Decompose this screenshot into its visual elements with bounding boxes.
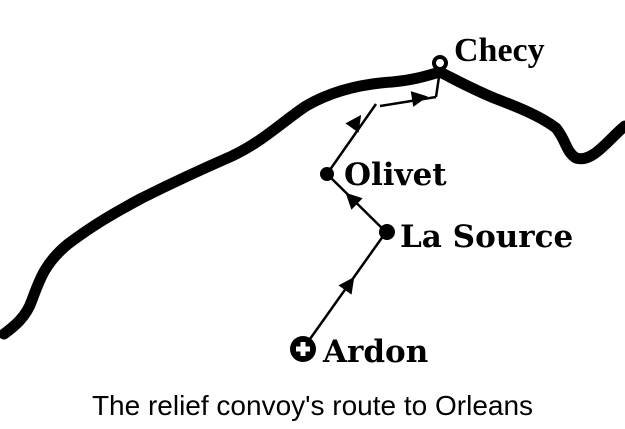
route-segment-checy-link: [434, 69, 442, 98]
map-caption: The relief convoy's route to Orleans: [91, 390, 534, 421]
olivet-dot: [320, 167, 334, 181]
place-label-checy: Checy: [454, 32, 545, 69]
place-label-ardon: Ardon: [323, 334, 429, 370]
arrow-icon: [345, 114, 362, 133]
route-segment-olivet-north: [325, 103, 378, 175]
place-label-la-source: La Source: [400, 219, 574, 255]
arrow-icon: [345, 192, 363, 210]
checy-marker: [432, 55, 448, 71]
route: [303, 69, 442, 347]
arrow-icon: [338, 276, 355, 295]
place-label-olivet: Olivet: [344, 157, 447, 193]
river-line: [0, 66, 625, 340]
route-arrows: [338, 91, 428, 295]
arrow-icon: [410, 91, 428, 107]
lasource-dot: [379, 224, 395, 240]
ardon-start-icon: [290, 336, 316, 362]
route-segment-to-checy: [379, 95, 437, 108]
